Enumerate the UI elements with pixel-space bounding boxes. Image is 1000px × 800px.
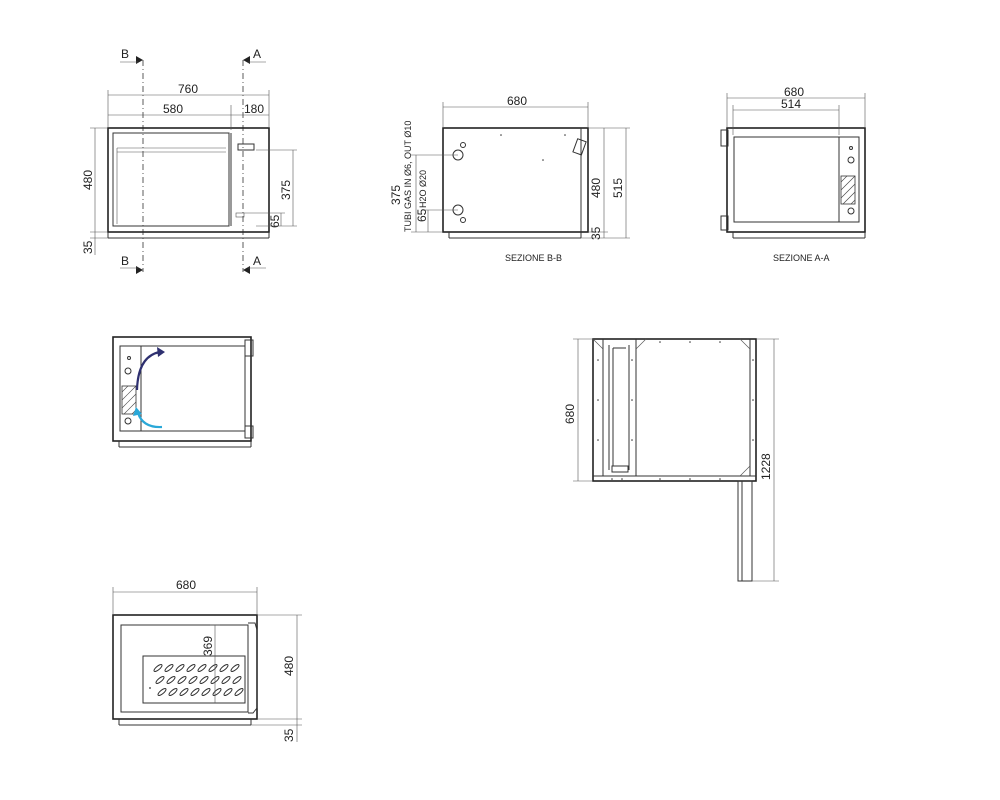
dim-aa-total-width: 680 — [784, 85, 804, 99]
vent-slot — [221, 676, 231, 684]
aa-side-module — [838, 136, 860, 223]
vent-slot — [186, 664, 196, 672]
vent-slot — [212, 688, 222, 696]
ventilation-grille — [142, 655, 246, 704]
dim-bottom-height: 480 — [282, 656, 296, 676]
airflow-arrow-upper-head — [157, 347, 165, 357]
hinge — [572, 138, 587, 156]
section-bb-view: 680 375 65 TUBI GAS IN Ø6, OUT Ø10 H2O Ø… — [389, 94, 630, 263]
dim-plan-length: 1228 — [759, 453, 773, 480]
dim-front-base: 35 — [81, 240, 95, 254]
vent-slot — [201, 688, 211, 696]
section-marker-b-top: B — [121, 47, 129, 61]
bottom-inner-panel — [120, 624, 249, 713]
section-marker-a-top: A — [253, 47, 261, 61]
bottom-view: 680 369 480 35 — [112, 578, 302, 742]
caption-section-aa: SEZIONE A-A — [773, 253, 830, 263]
vent-slot — [157, 688, 167, 696]
section-a-arrow-top — [243, 56, 250, 64]
vent-slot — [179, 688, 189, 696]
top-plan-duct — [737, 480, 753, 582]
vent-slot — [230, 664, 240, 672]
caption-section-bb: SEZIONE B-B — [505, 253, 562, 263]
section-bb-outline — [442, 127, 589, 233]
vent-slot — [232, 676, 242, 684]
front-view: B A B A 760 580 180 480 35 — [81, 47, 297, 274]
airflow-view — [112, 336, 254, 448]
vent-slot — [208, 664, 218, 672]
airflow-arrow-upper — [135, 350, 161, 391]
front-door — [112, 132, 230, 227]
vent-slot — [234, 688, 244, 696]
aa-hinge-bottom — [720, 215, 729, 231]
top-plan-view: 680 1228 — [563, 338, 779, 582]
top-plan-outline — [592, 338, 757, 482]
section-b-arrow-top — [136, 56, 143, 64]
vent-slot — [199, 676, 209, 684]
vent-slot — [219, 664, 229, 672]
dim-bb-pipe-offset: 65 — [415, 208, 429, 222]
dim-bb-total-height: 515 — [611, 178, 625, 198]
vent-slot — [175, 664, 185, 672]
vent-slot — [210, 676, 220, 684]
dim-bb-height: 480 — [589, 178, 603, 198]
dim-front-side-width: 180 — [244, 102, 264, 116]
section-b-arrow-bottom — [136, 266, 143, 274]
vent-slot — [197, 664, 207, 672]
dim-bottom-width: 680 — [176, 578, 196, 592]
vent-slot — [190, 688, 200, 696]
label-water-pipe: H2O Ø20 — [418, 170, 428, 208]
vent-slot — [166, 676, 176, 684]
vent-slot — [223, 688, 233, 696]
dim-front-inner-height: 375 — [279, 180, 293, 200]
front-cabinet-outline — [107, 127, 270, 233]
section-marker-a-bottom: A — [253, 254, 261, 268]
aa-hinge-top — [720, 129, 729, 147]
section-aa-view: 680 514 SEZIONE A-A — [720, 85, 866, 263]
vent-slot — [188, 676, 198, 684]
label-gas-pipes: TUBI GAS IN Ø6, OUT Ø10 — [403, 121, 413, 232]
dim-front-main-width: 580 — [163, 102, 183, 116]
airflow-arrow-lower — [136, 412, 163, 429]
dim-bb-width: 680 — [507, 94, 527, 108]
dim-bb-base: 35 — [589, 226, 603, 240]
section-a-arrow-bottom — [243, 266, 250, 274]
vent-slot — [164, 664, 174, 672]
vent-slot — [168, 688, 178, 696]
dim-aa-inner-width: 514 — [781, 97, 801, 111]
vent-slot — [177, 676, 187, 684]
vent-slot — [153, 664, 163, 672]
dim-front-pipe-offset: 65 — [268, 214, 282, 228]
airflow-arrow-lower-head — [133, 407, 142, 416]
control-panel — [237, 143, 255, 151]
dim-bb-pipe-height: 375 — [389, 185, 403, 205]
dim-front-total-width: 760 — [178, 82, 198, 96]
dim-bottom-grille-height: 369 — [201, 636, 215, 656]
vent-slots — [153, 664, 244, 696]
section-marker-b-bottom: B — [121, 254, 129, 268]
dim-plan-depth: 680 — [563, 404, 577, 424]
aa-door-panel — [733, 136, 840, 223]
dim-front-height: 480 — [81, 170, 95, 190]
dim-bottom-base: 35 — [282, 728, 296, 742]
airflow-outline — [112, 336, 252, 442]
airflow-chamber — [140, 345, 246, 432]
vent-slot — [155, 676, 165, 684]
section-aa-outline — [726, 127, 866, 233]
